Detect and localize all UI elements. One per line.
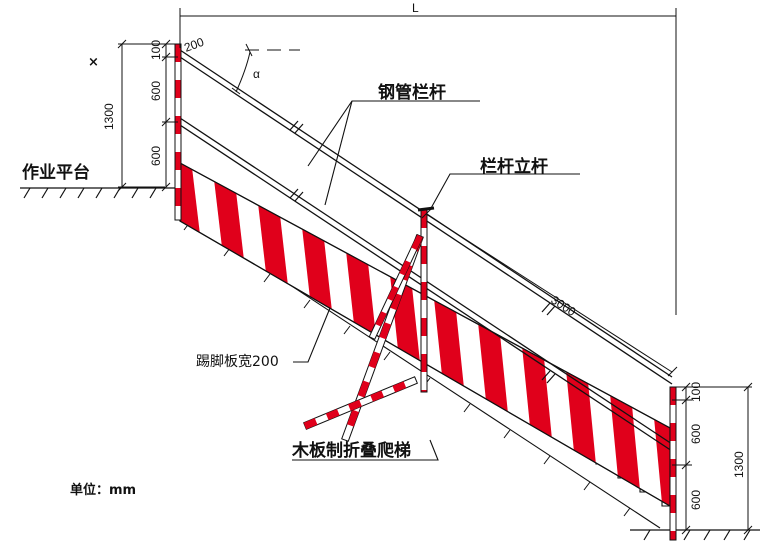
dim-3000-label: 3000 xyxy=(548,293,578,319)
label-ladder: 木板制折叠爬梯 xyxy=(291,440,411,461)
post-stripe xyxy=(175,80,181,98)
dim-1300-left: 1300 xyxy=(102,103,116,130)
post-stripe xyxy=(175,152,181,170)
kick-board-stripe xyxy=(566,369,596,465)
ladder-stripe xyxy=(303,418,318,430)
dim-right-vertical xyxy=(672,382,753,535)
post-stripe xyxy=(670,423,676,441)
leader-lines xyxy=(292,100,580,461)
left-ground xyxy=(20,187,178,199)
ladder-stripe xyxy=(399,260,411,276)
dim-100-right: 100 xyxy=(689,382,703,402)
post-stripe xyxy=(670,495,676,513)
kick-board-stripe xyxy=(478,322,508,414)
dim-3000 xyxy=(421,208,678,377)
post-stripe xyxy=(175,188,181,206)
post-stripe xyxy=(421,390,427,392)
post-left xyxy=(174,43,182,221)
post-stripe xyxy=(421,282,427,300)
dim-600-top-right: 600 xyxy=(689,424,703,444)
ladder-stripe xyxy=(392,381,407,393)
label-unit: 单位：mm xyxy=(70,482,136,498)
post-stripe xyxy=(175,44,181,62)
post-stripe xyxy=(670,459,676,477)
dim-600-bot-right: 600 xyxy=(689,490,703,510)
label-steel-rail: 钢管栏杆 xyxy=(378,82,446,103)
kick-board-stripe xyxy=(180,163,200,235)
ladder-stripe xyxy=(411,234,423,251)
label-kickboard: 踢脚板宽200 xyxy=(196,353,279,370)
dim-100-left: 100 xyxy=(149,40,163,60)
ladder-stripe xyxy=(348,399,362,411)
cross-mark: × xyxy=(88,55,99,70)
post-stripe xyxy=(421,318,427,336)
kick-board-stripe xyxy=(302,226,332,312)
dim-span-L xyxy=(179,8,677,315)
right-ground xyxy=(630,529,760,541)
kick-board-stripe xyxy=(522,345,552,440)
ladder-stripe xyxy=(387,285,399,302)
post-stripe xyxy=(421,246,427,264)
post-stripe xyxy=(670,387,676,405)
ladder-stripe xyxy=(347,409,359,427)
dim-600-bot-left: 600 xyxy=(149,146,163,166)
ladder-stripe xyxy=(389,293,402,311)
post-right xyxy=(669,386,677,541)
folding-ladder xyxy=(303,234,424,442)
ladder-leg-upper xyxy=(368,234,424,340)
kick-board-stripe xyxy=(434,298,464,389)
ladder-stripe xyxy=(357,380,370,398)
dim-200: 200 xyxy=(182,35,206,55)
rail-break-marks xyxy=(289,120,556,384)
ladder-foot-bar xyxy=(303,376,418,430)
angle-alpha-marker xyxy=(231,43,300,95)
post-middle-cap xyxy=(417,206,435,212)
post-stripe xyxy=(421,210,427,228)
dim-left-vertical xyxy=(117,39,178,192)
kick-board-stripe xyxy=(346,250,376,337)
label-platform: 作业平台 xyxy=(22,162,90,183)
ladder-stripe xyxy=(368,351,381,369)
post-stripe xyxy=(421,354,427,372)
dim-1300-right: 1300 xyxy=(732,451,746,478)
ladder-stripe xyxy=(375,311,387,327)
ladder-stripe xyxy=(379,322,392,340)
kick-board-stripe xyxy=(654,417,670,506)
dim-600-top-left: 600 xyxy=(149,81,163,101)
dim-L-label: L xyxy=(412,1,419,15)
label-post: 栏杆立杆 xyxy=(480,156,548,177)
alpha-label: α xyxy=(253,67,260,81)
kick-board-stripe xyxy=(258,203,288,286)
kick-board-stripe xyxy=(214,179,244,261)
ladder-stripe xyxy=(370,390,385,402)
post-stripe xyxy=(175,116,181,134)
post-stripe xyxy=(670,531,676,540)
railing-posts xyxy=(174,43,677,541)
ladder-stripe xyxy=(325,408,340,421)
